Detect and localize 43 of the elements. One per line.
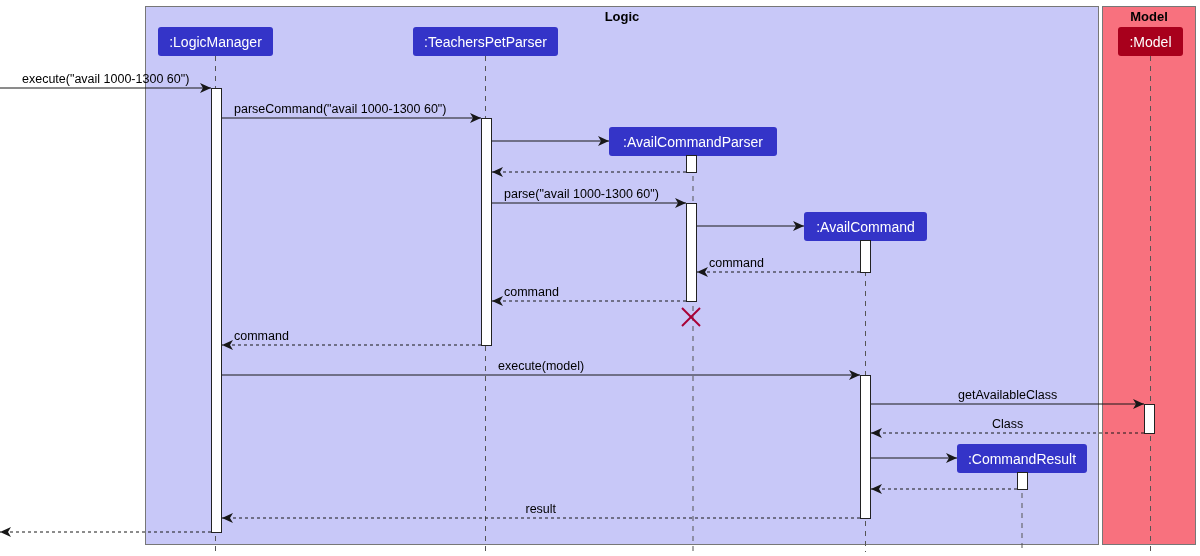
message-arrow (870, 453, 958, 463)
message-arrow (221, 370, 861, 380)
participant-box: :CommandResult (957, 444, 1087, 473)
message-label: execute("avail 1000-1300 60") (21, 72, 191, 86)
participant-box: :Model (1118, 27, 1183, 56)
message-arrow (0, 83, 212, 93)
message-label: parseCommand("avail 1000-1300 60") (233, 102, 448, 116)
message-label: command (708, 256, 765, 270)
message-label: command (503, 285, 560, 299)
message-arrow (221, 513, 861, 523)
activation-bar (211, 88, 222, 533)
activation-bar (1144, 404, 1155, 434)
activation-bar (481, 118, 492, 346)
message-label: parse("avail 1000-1300 60") (503, 187, 660, 201)
message-arrow (696, 267, 861, 277)
participant-box: :TeachersPetParser (413, 27, 558, 56)
message-arrow (870, 399, 1145, 409)
frame-band (1102, 6, 1196, 545)
message-arrow (491, 198, 687, 208)
message-arrow (0, 527, 212, 537)
message-arrow (221, 113, 482, 123)
activation-bar (1017, 472, 1028, 490)
message-label: result (524, 502, 558, 516)
activation-bar (686, 203, 697, 302)
frame-title: Logic (603, 9, 641, 24)
message-label: execute(model) (497, 359, 586, 373)
message-arrow (491, 296, 687, 306)
activation-bar (860, 240, 871, 273)
activation-bar (686, 155, 697, 173)
message-arrow (870, 428, 1145, 438)
frame-title: Model (1129, 9, 1169, 24)
message-arrow (221, 340, 482, 350)
message-arrow (696, 221, 805, 231)
participant-box: :LogicManager (158, 27, 273, 56)
message-arrow (870, 484, 1018, 494)
participant-box: :AvailCommandParser (609, 127, 777, 156)
message-arrow (491, 136, 610, 146)
message-label: getAvailableClass (957, 388, 1059, 402)
activation-bar (860, 375, 871, 519)
message-arrow (491, 167, 687, 177)
message-label: Class (991, 417, 1025, 431)
message-label: command (233, 329, 290, 343)
participant-box: :AvailCommand (804, 212, 927, 241)
